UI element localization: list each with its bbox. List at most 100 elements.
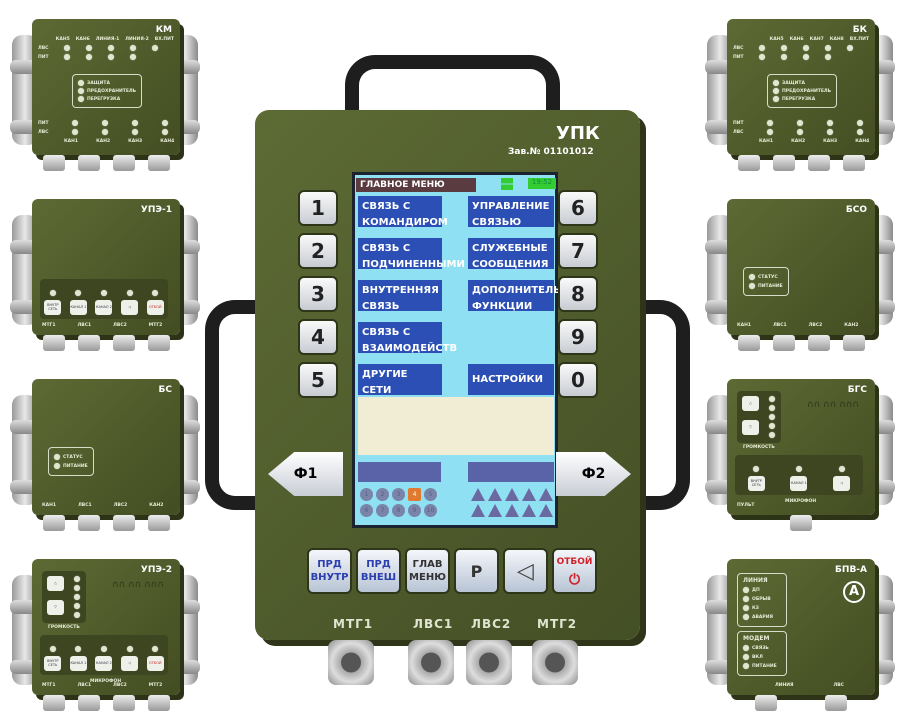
module-label: КАН1 [759, 139, 774, 144]
menu-item[interactable]: СВЯЗЬ С ПОДЧИНЕННЫМИ [358, 238, 465, 270]
led-indicator [743, 663, 749, 669]
led-indicator [743, 596, 749, 602]
menu-item[interactable]: ДРУГИЕ СЕТИ [358, 364, 442, 396]
menu-item[interactable]: СВЯЗЬ С КОМАНДИРОМ [358, 196, 448, 228]
module-label: ДП [752, 587, 760, 593]
module-title: УПЭ-1 [140, 205, 172, 215]
connector [42, 695, 65, 711]
connector [42, 155, 65, 171]
connector [807, 335, 830, 351]
led-indicator [162, 120, 168, 126]
module-ports [36, 155, 176, 171]
port-label: ЛВС1 [413, 617, 454, 631]
key-9[interactable]: 9 [558, 319, 598, 355]
led-indicator [773, 88, 779, 94]
led-indicator [827, 129, 833, 135]
led-indicator [749, 274, 755, 280]
module-ports [731, 335, 871, 351]
module-button[interactable]: КАНАЛ 1 [69, 656, 87, 671]
volume-up-button[interactable]: △ [47, 576, 64, 591]
key-1[interactable]: 1 [298, 190, 338, 226]
key-8[interactable]: 8 [558, 276, 598, 312]
module-label: КАН3 [128, 139, 143, 144]
module-button[interactable]: ВНУТР СЕТЬ [44, 300, 62, 315]
main-menu-button[interactable]: ГЛАВ МЕНЮ [405, 548, 450, 594]
led-indicator [100, 290, 107, 296]
module-button[interactable]: КАНАЛ 2 [95, 300, 113, 315]
key-5[interactable]: 5 [298, 362, 338, 398]
channel-button[interactable]: 8 [392, 504, 405, 517]
channel-button[interactable]: 9 [408, 504, 421, 517]
module-button[interactable]: ВНУТР СЕТЬ [747, 476, 765, 491]
screen-header: ГЛАВНОЕ МЕНЮ [356, 178, 476, 192]
key-0[interactable]: 0 [558, 362, 598, 398]
hangup-button[interactable]: ОТБОЙ⏻ [552, 548, 597, 594]
module-label: ВХ.ПИТ [849, 37, 869, 42]
led-indicator [847, 45, 853, 51]
module-label: КАН4 [160, 139, 175, 144]
led-indicator [797, 120, 803, 126]
signal-triangle-icon [471, 504, 485, 517]
channel-button[interactable]: 10 [424, 504, 437, 517]
channel-button[interactable]: 1 [360, 488, 373, 501]
connector [42, 335, 65, 351]
led-indicator [152, 45, 158, 51]
channel-button[interactable]: 7 [376, 504, 389, 517]
module-button[interactable]: ОТБОЙ [146, 656, 164, 671]
module-button[interactable]: КАНАЛ 1 [69, 300, 87, 315]
channel-button[interactable]: 2 [376, 488, 389, 501]
signal-indicators [471, 488, 555, 517]
channel-button[interactable]: 5 [424, 488, 437, 501]
button-label: ВНУТР СЕТЬ [47, 302, 59, 311]
module-label: ПУЛЬТ [737, 503, 755, 508]
prd-vnesh-button[interactable]: ПРД ВНЕШ [356, 548, 401, 594]
speaker-button[interactable]: ◁ [833, 476, 851, 491]
volume-up-button[interactable]: △ [742, 396, 759, 411]
channel-button[interactable]: 6 [360, 504, 373, 517]
key-4[interactable]: 4 [298, 319, 338, 355]
speaker-button[interactable]: ◁ [121, 656, 139, 671]
menu-item[interactable]: ВНУТРЕННЯЯ СВЯЗЬ [358, 280, 442, 312]
channel-button[interactable]: 3 [392, 488, 405, 501]
connector [466, 640, 512, 685]
connector [772, 335, 795, 351]
volume-down-button[interactable]: ▽ [742, 420, 759, 435]
module-button[interactable]: КАНАЛ 2 [95, 656, 113, 671]
module-button[interactable]: ВНУТР СЕТЬ [44, 656, 62, 671]
speaker-button[interactable]: ◁ [121, 300, 139, 315]
module-label: КАН6 [75, 37, 90, 42]
menu-item[interactable]: ДОПОЛНИТЕЛЬН ФУНКЦИИ [468, 280, 569, 312]
key-7[interactable]: 7 [558, 233, 598, 269]
module-ports [731, 515, 871, 531]
key-6[interactable]: 6 [558, 190, 598, 226]
menu-item[interactable]: СВЯЗЬ С ВЗАИМОДЕЙСТВ [358, 322, 457, 354]
led-indicator [74, 612, 80, 618]
menu-item[interactable]: НАСТРОЙКИ [468, 364, 554, 395]
menu-item[interactable]: СЛУЖЕБНЫЕ СООБЩЕНИЯ [468, 238, 554, 270]
led-indicator [743, 645, 749, 651]
port-label: МТГ1 [333, 617, 374, 631]
speaker-button[interactable]: ◁ [503, 548, 548, 594]
speaker-grille: ∩∩ ∩∩ ∩∩∩ [112, 580, 164, 590]
led-indicator [74, 576, 80, 582]
key-3[interactable]: 3 [298, 276, 338, 312]
connector [147, 515, 170, 531]
module-label: МОДЕМ [743, 635, 770, 642]
prd-vnutr-button[interactable]: ПРД ВНУТР [307, 548, 352, 594]
module-button[interactable]: КАНАЛ 1 [790, 476, 808, 491]
menu-item[interactable]: УПРАВЛЕНИЕ СВЯЗЬЮ [468, 196, 554, 228]
signal-triangle-icon [505, 488, 519, 501]
module-button[interactable]: ОТБОЙ [146, 300, 164, 315]
r-button[interactable]: Р [454, 548, 499, 594]
channel-button[interactable]: 4 [408, 488, 421, 501]
module-label: СВЯЗЬ [752, 645, 769, 651]
key-2[interactable]: 2 [298, 233, 338, 269]
connector [328, 640, 374, 685]
volume-down-button[interactable]: ▽ [47, 600, 64, 615]
module-ports [36, 335, 176, 351]
